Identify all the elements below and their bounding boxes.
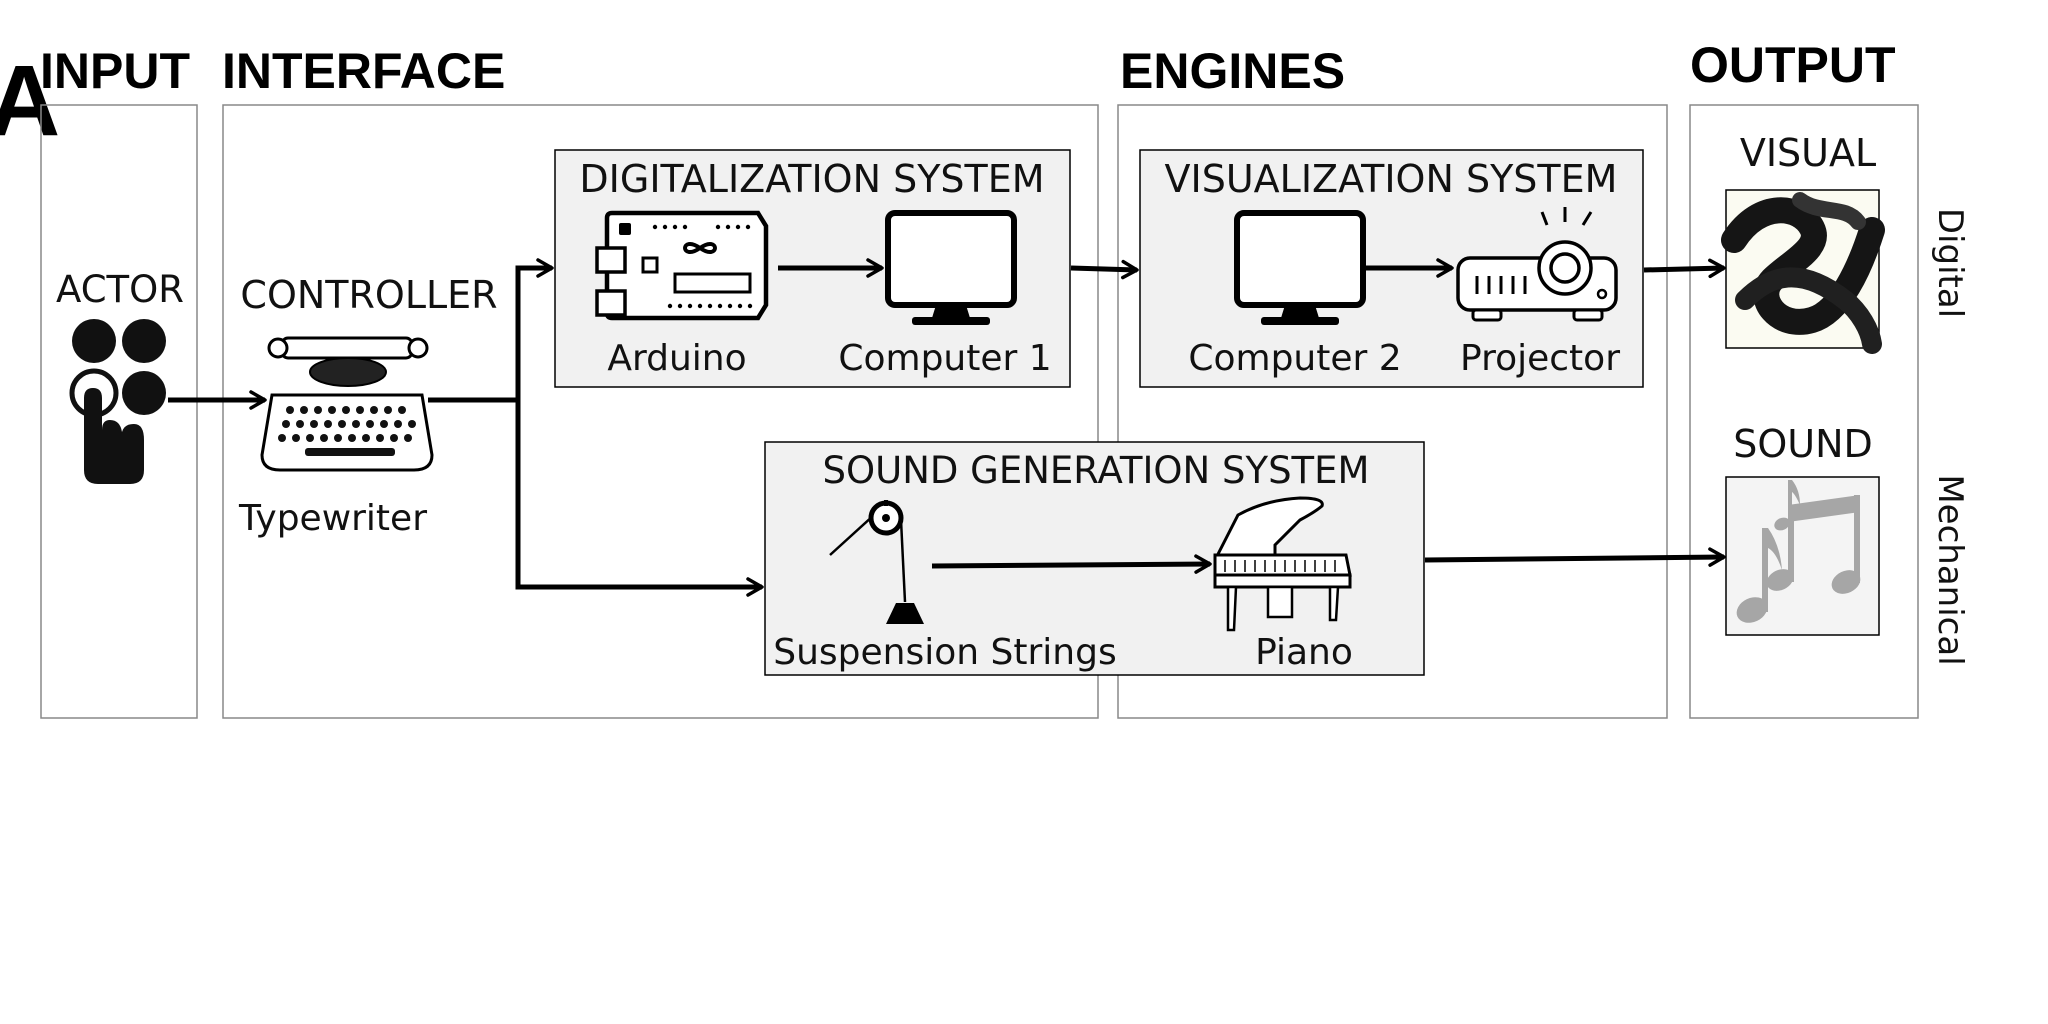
- arrow-visualization-to-visual: [1643, 258, 1726, 279]
- engines-frame: [1117, 104, 1668, 719]
- side-label-digital: Digital: [1930, 208, 1970, 318]
- arrow-to-sound-generation: [515, 400, 764, 597]
- interface-frame: [222, 104, 1099, 719]
- music-notes-icon: [1725, 476, 1880, 636]
- actor-label: ACTOR: [56, 268, 184, 311]
- input-frame: [40, 104, 198, 719]
- piano-label: Piano: [1255, 632, 1353, 673]
- computer2-label: Computer 2: [1188, 338, 1401, 379]
- typewriter-icon: [260, 336, 434, 472]
- suspension-strings-label: Suspension Strings: [773, 632, 1116, 673]
- visualization-system-title: VISUALIZATION SYSTEM: [1165, 157, 1618, 201]
- visual-label: VISUAL: [1740, 131, 1876, 175]
- sound-generation-system-title: SOUND GENERATION SYSTEM: [823, 449, 1370, 492]
- arrow-strings-to-piano: [931, 554, 1212, 574]
- side-label-mechanical: Mechanical: [1930, 474, 1970, 665]
- piano-icon: [1213, 496, 1352, 632]
- arrow-sound-generation-to-sound: [1424, 547, 1726, 567]
- typewriter-label: Typewriter: [238, 498, 427, 539]
- output-frame: [1689, 104, 1919, 719]
- section-output-header: OUTPUT: [1690, 37, 1896, 93]
- arduino-board-icon: [595, 210, 769, 321]
- monitor-icon: [1234, 210, 1366, 325]
- pulley-icon: [829, 500, 924, 624]
- brush-art-icon: [1721, 189, 1885, 354]
- projector-icon: [1456, 207, 1618, 322]
- sound-label: SOUND: [1733, 422, 1873, 466]
- arduino-label: Arduino: [607, 338, 746, 379]
- hand-touch-icon: [69, 319, 166, 484]
- section-interface-header: INTERFACE: [222, 43, 505, 99]
- controller-label: CONTROLLER: [240, 273, 497, 317]
- section-input-header: INPUT: [40, 43, 190, 99]
- monitor-icon: [885, 210, 1017, 325]
- computer1-label: Computer 1: [838, 338, 1051, 379]
- projector-label: Projector: [1460, 338, 1620, 379]
- arrow-to-digitalization: [515, 258, 554, 400]
- digitalization-system-title: DIGITALIZATION SYSTEM: [579, 157, 1044, 201]
- section-engines-header: ENGINES: [1120, 43, 1345, 99]
- panel-letter: A: [0, 45, 60, 157]
- arrow-digitalization-to-visualization: [1070, 259, 1139, 280]
